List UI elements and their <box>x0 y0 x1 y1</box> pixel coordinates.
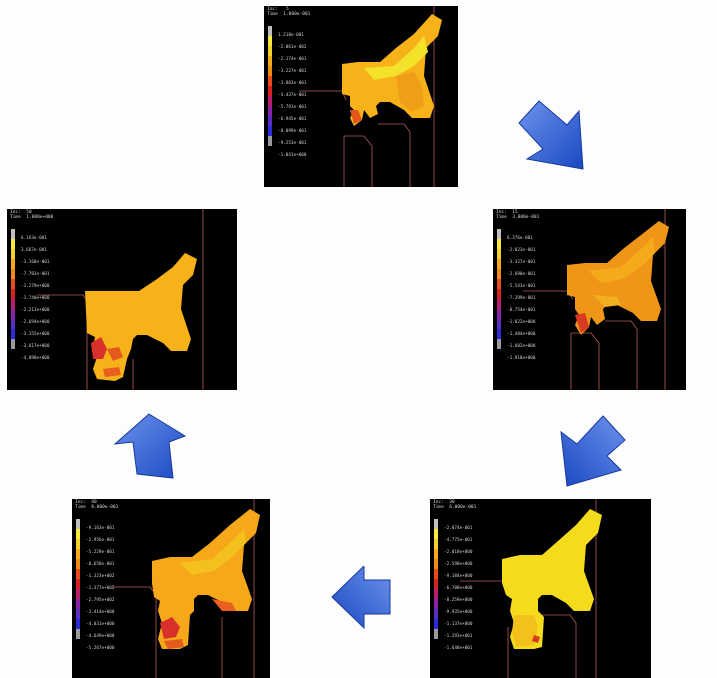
legend-label: -8.658e-001 <box>86 562 115 567</box>
color-legend <box>268 26 274 146</box>
legend-label: -5.267e+000 <box>86 646 115 651</box>
legend-label: -9.253e-001 <box>278 141 307 146</box>
legend-label: -2.598e+000 <box>444 562 473 567</box>
arrow-down-right-icon <box>518 100 584 170</box>
part-contour <box>299 6 442 187</box>
legend-label: -8.259e+000 <box>444 598 473 603</box>
legend-label: -1.740e+000 <box>21 296 50 301</box>
color-legend <box>497 229 503 349</box>
legend-label: -1.137e+000 <box>444 622 473 627</box>
legend-label: -1.484e+000 <box>507 332 536 337</box>
legend-label: -3.803e-001 <box>278 81 307 86</box>
panel-header: Inc: 40 Time 8.000e-001 <box>75 500 119 510</box>
part-contour <box>112 499 260 678</box>
legend-label: -1.293e+001 <box>444 634 473 639</box>
color-legend <box>76 519 82 639</box>
legend-label: -3.168e-001 <box>21 260 50 265</box>
legend-label: -5.791e-001 <box>278 105 307 110</box>
legend-label: -2.795e+002 <box>86 598 115 603</box>
legend-label: -3.617e+000 <box>21 344 50 349</box>
legend-label: -2.018e+000 <box>444 550 473 555</box>
arrow-down-left-icon <box>560 415 626 487</box>
legend-label: -7.703e-001 <box>21 272 50 277</box>
legend-label: -1.279e+000 <box>21 284 50 289</box>
legend-label: -8.099e-001 <box>278 129 307 134</box>
legend-label: -3.327e-001 <box>507 260 536 265</box>
color-legend <box>434 519 440 639</box>
legend-label: -5.229e-001 <box>86 550 115 555</box>
legend-label: -3.155e+000 <box>21 332 50 337</box>
legend-label: -2.694e+000 <box>21 320 50 325</box>
legend-label: -4.775e-001 <box>444 538 473 543</box>
arrow-up-icon <box>113 413 187 479</box>
part-contour <box>460 499 602 678</box>
legend-label: -9.163e-001 <box>86 526 115 531</box>
sim-panel-top: Inc: 5 Time 1.000e-001 1.218e-001 -2.061… <box>264 6 458 187</box>
legend-label: -9.935e+000 <box>444 610 473 615</box>
legend-label: -4.098e+000 <box>21 356 50 361</box>
legend-label: -2.956e-001 <box>86 538 115 543</box>
legend-label: -6.708e+000 <box>444 586 473 591</box>
legend-label: -1.918e+000 <box>507 356 536 361</box>
sim-panel-left-top: Inc: 50 Time 1.000e+000 6.163e-001 3.667… <box>7 209 237 390</box>
panel-header: Inc: 5 Time 1.000e-001 <box>267 7 311 17</box>
legend-label: 6.376e-001 <box>507 236 533 241</box>
legend-label: -1.648e+001 <box>444 646 473 651</box>
legend-label: -3.414e+000 <box>86 610 115 615</box>
part-contour <box>523 209 669 390</box>
legend-label: -1.602e+000 <box>507 344 536 349</box>
legend-label: -4.031e+000 <box>86 622 115 627</box>
legend-label: -7.299e-001 <box>507 296 536 301</box>
sim-panel-left-bottom: Inc: 40 Time 8.000e-001 -9.163e-001 -2.9… <box>72 499 270 678</box>
part-contour <box>37 209 204 390</box>
legend-label: -1.323e+002 <box>86 574 115 579</box>
legend-label: -1.022e+000 <box>507 320 536 325</box>
legend-label: -4.649e+000 <box>86 634 115 639</box>
color-legend <box>11 229 17 349</box>
legend-label: -4.437e-001 <box>278 93 307 98</box>
panel-header: Inc: 15 Time 3.000e-001 <box>496 210 540 220</box>
legend-label: 6.163e-001 <box>21 236 47 241</box>
arrow-left-icon <box>331 566 391 630</box>
legend-label: -3.227e-001 <box>278 69 307 74</box>
panel-header: Inc: 50 Time 1.000e+000 <box>10 210 54 220</box>
legend-label: -2.690e-001 <box>507 272 536 277</box>
legend-label: -2.213e+000 <box>21 308 50 313</box>
legend-label: -5.543e-001 <box>507 284 536 289</box>
legend-label: -9.184e+000 <box>444 574 473 579</box>
legend-label: -8.754e-001 <box>507 308 536 313</box>
legend-label: 3.667e-001 <box>21 248 47 253</box>
sim-panel-right-top: Inc: 15 Time 3.000e-001 6.376e-001 -2.02… <box>493 209 686 390</box>
legend-label: -2.061e-002 <box>278 45 307 50</box>
legend-label: 1.218e-001 <box>278 33 304 38</box>
legend-label: -6.945e-001 <box>278 117 307 122</box>
legend-label: -1.377e+002 <box>86 586 115 591</box>
sim-panel-right-bottom: Inc: 30 Time 6.000e-001 -2.074e-001 -4.7… <box>430 499 651 678</box>
legend-label: -2.074e-001 <box>444 526 473 531</box>
legend-label: -2.174e-001 <box>278 57 307 62</box>
panel-header: Inc: 30 Time 6.000e-001 <box>433 500 477 510</box>
legend-label: -1.041e+000 <box>278 153 307 158</box>
legend-label: -2.023e-001 <box>507 248 536 253</box>
